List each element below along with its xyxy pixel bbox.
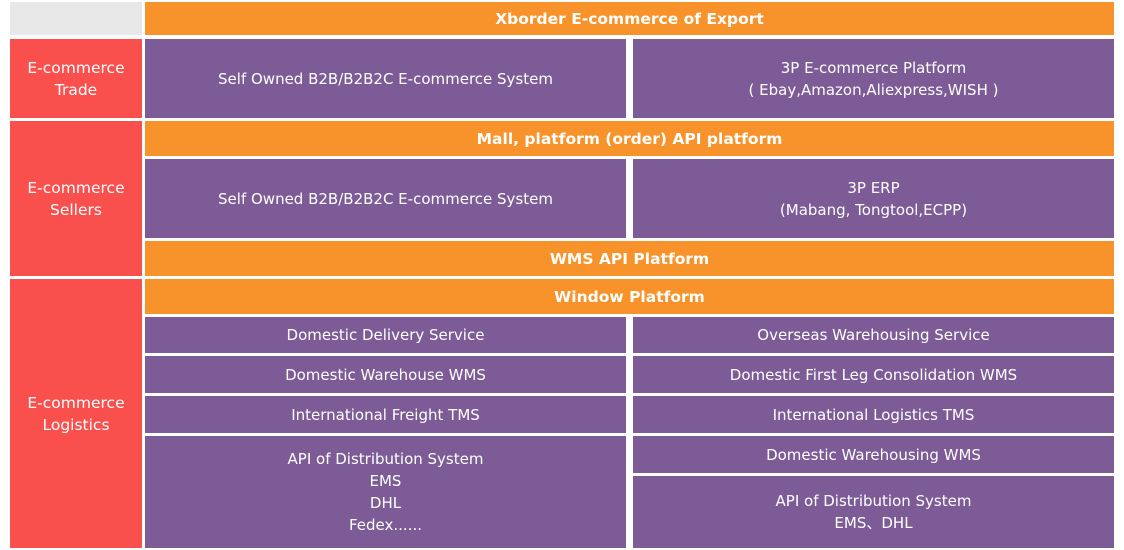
corner-cell [10,2,142,35]
sellers-label: E-commerce Sellers [10,121,142,276]
trade-3p-platform: 3P E-commerce Platform ( Ebay,Amazon,Ali… [633,39,1114,118]
trade-self-owned-system: Self Owned B2B/B2B2C E-commerce System [145,39,626,118]
window-platform-bar: Window Platform [145,279,1114,314]
right-distribution-api: API of Distribution System EMS、DHL [633,476,1114,548]
trade-label: E-commerce Trade [10,39,142,118]
left-distribution-api: API of Distribution System EMS DHL Fedex… [145,436,626,548]
domestic-delivery-service: Domestic Delivery Service [145,317,626,353]
logistics-label: E-commerce Logistics [10,279,142,548]
order-api-platform-bar: Mall, platform (order) API platform [145,121,1114,156]
wms-api-platform-bar: WMS API Platform [145,241,1114,276]
domestic-warehouse-wms: Domestic Warehouse WMS [145,356,626,393]
sellers-3p-erp: 3P ERP (Mabang, Tongtool,ECPP) [633,159,1114,238]
overseas-warehousing-service: Overseas Warehousing Service [633,317,1114,353]
international-logistics-tms: International Logistics TMS [633,396,1114,433]
international-freight-tms: International Freight TMS [145,396,626,433]
domestic-warehousing-wms: Domestic Warehousing WMS [633,436,1114,473]
sellers-self-owned-system: Self Owned B2B/B2B2C E-commerce System [145,159,626,238]
domestic-first-leg-consolidation-wms: Domestic First Leg Consolidation WMS [633,356,1114,393]
diagram-title: Xborder E-commerce of Export [145,2,1114,35]
